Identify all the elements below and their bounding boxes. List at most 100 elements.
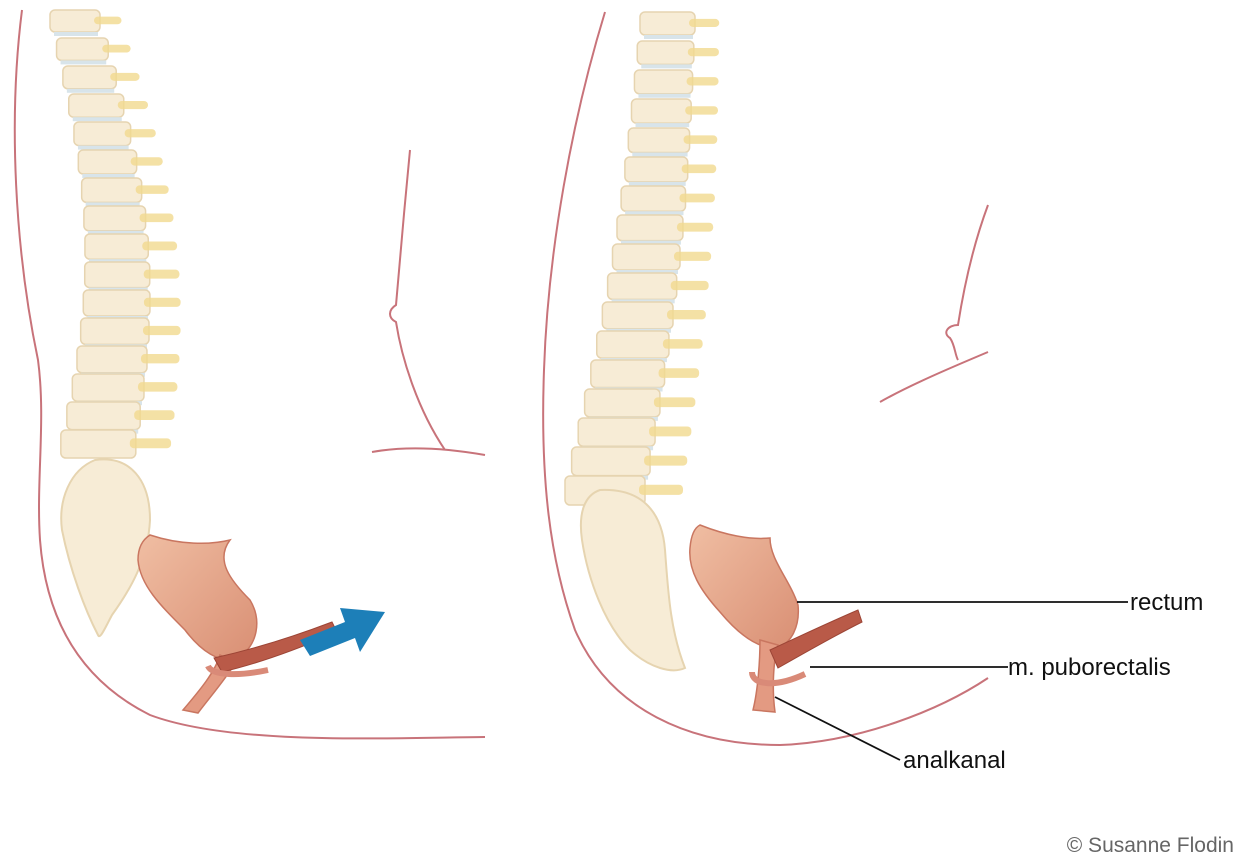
spinous-process [140, 354, 180, 364]
vertebra [596, 330, 670, 359]
spinous-process [666, 310, 706, 320]
spinous-process [129, 438, 172, 449]
intervertebral-disc [85, 202, 140, 207]
intervertebral-disc [638, 93, 691, 98]
vertebra [639, 11, 696, 36]
vertebra [620, 185, 687, 212]
spinous-process [142, 241, 178, 251]
spinous-process [137, 382, 178, 392]
spinous-process [124, 129, 156, 138]
vertebra [577, 417, 656, 447]
intervertebral-disc [72, 117, 122, 122]
spinous-process [139, 213, 174, 223]
left-panel [13, 9, 486, 740]
intervertebral-disc [644, 35, 693, 39]
vertebra [583, 388, 661, 418]
vertebra [636, 40, 695, 66]
spinous-process [143, 325, 181, 336]
spinous-process [681, 164, 717, 174]
spinous-process [143, 269, 180, 279]
vertebra [606, 272, 678, 301]
spinous-process [676, 222, 714, 232]
vertebra [49, 9, 101, 33]
intervertebral-disc [60, 60, 107, 65]
vertebra [79, 317, 150, 346]
right-spine [564, 11, 720, 506]
intervertebral-disc [620, 240, 681, 245]
right-back-outline [542, 11, 989, 747]
intervertebral-disc [635, 123, 690, 128]
spinous-process [639, 484, 683, 495]
spinous-process [134, 410, 175, 420]
vertebra [83, 205, 147, 232]
vertebra [633, 69, 694, 95]
spinous-process [135, 185, 169, 194]
spinous-process [683, 135, 718, 144]
spinous-process [130, 157, 163, 166]
vertebra [76, 345, 148, 374]
intervertebral-disc [54, 32, 98, 36]
right-belly-outline [945, 204, 989, 361]
intervertebral-disc [88, 259, 147, 264]
left-rectum [137, 534, 258, 661]
left-spine [49, 9, 181, 459]
vertebra [616, 214, 684, 242]
intervertebral-disc [616, 270, 678, 274]
vertebra [601, 301, 674, 330]
spinous-process [679, 193, 715, 203]
vertebra [80, 177, 143, 204]
right-puborectalis [769, 609, 863, 669]
intervertebral-disc [641, 64, 692, 69]
spinous-process [689, 18, 720, 27]
rectum-label: rectum [1130, 589, 1203, 616]
spinous-process [644, 455, 688, 466]
spinous-process [686, 77, 719, 86]
spinous-process [117, 100, 149, 110]
right-puborectalis-band [749, 671, 807, 687]
spinous-process [102, 44, 131, 53]
vertebra [611, 243, 681, 271]
spinous-process [94, 16, 122, 25]
vertebra [66, 401, 141, 431]
right-thigh-line [879, 351, 989, 403]
puborectalis-label: m. puborectalis [1008, 654, 1171, 681]
spinous-process [649, 426, 692, 437]
spinous-process [110, 72, 140, 81]
vertebra [60, 429, 137, 459]
vertebra [73, 121, 132, 147]
vertebra [62, 65, 117, 90]
vertebra [624, 156, 689, 183]
left-sacrum [60, 458, 152, 638]
vertebra [83, 261, 151, 289]
spinous-process [685, 106, 719, 115]
right-rectum [689, 524, 800, 649]
right-sacrum [580, 488, 687, 672]
intervertebral-disc [87, 230, 144, 235]
vertebra [84, 233, 150, 260]
intervertebral-disc [625, 211, 684, 216]
spinous-process [662, 339, 703, 349]
intervertebral-disc [82, 174, 135, 178]
spinous-process [674, 251, 712, 261]
spinous-process [658, 368, 700, 378]
vertebra [68, 93, 125, 118]
left-belly-outline [389, 149, 446, 451]
spinous-process [143, 297, 181, 307]
intervertebral-disc [632, 152, 688, 157]
vertebra [82, 289, 151, 317]
vertebra [55, 37, 109, 62]
intervertebral-disc [77, 145, 129, 150]
spinous-process [670, 280, 709, 291]
vertebra [77, 149, 138, 175]
right-panel: rectum m. puborectalis analkanal [542, 11, 1203, 774]
vertebra [630, 98, 692, 124]
copyright-text: © Susanne Flodin [1067, 834, 1234, 857]
spinous-process [687, 48, 719, 57]
vertebra [590, 359, 666, 389]
left-back-outline [13, 9, 486, 740]
analkanal-label: analkanal [903, 747, 1006, 774]
left-thigh-line [371, 447, 486, 456]
spinous-process [653, 397, 696, 408]
arrow-right-up-icon [300, 608, 385, 656]
